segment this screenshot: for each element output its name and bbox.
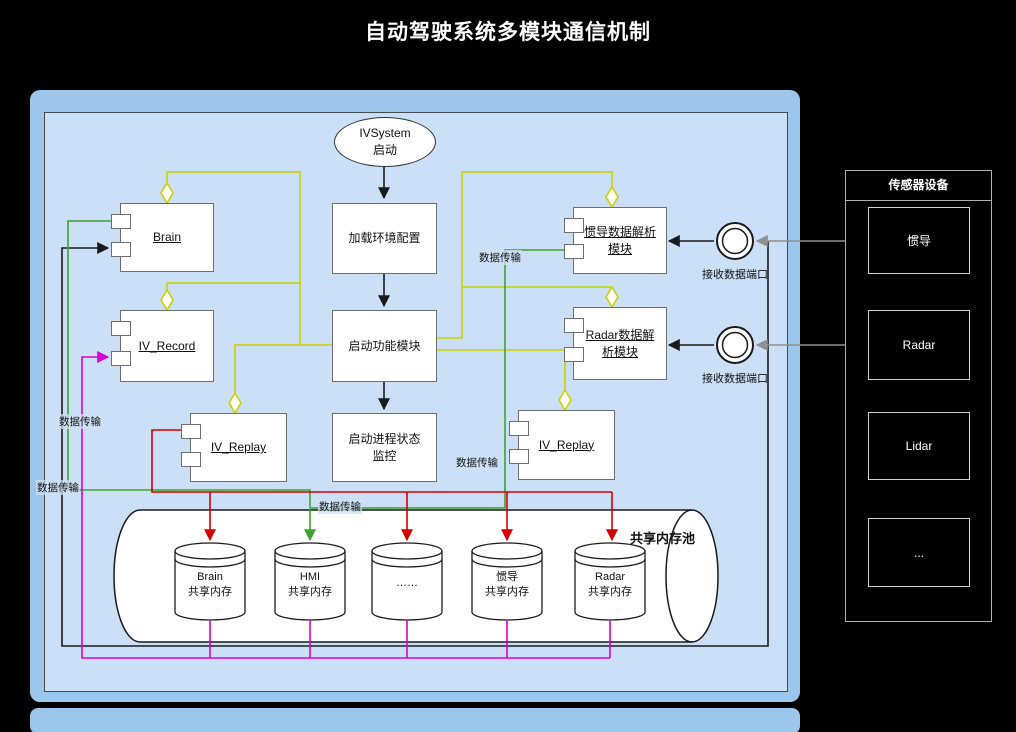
component-iv-replay-left-label: IV_Replay (210, 440, 267, 455)
component-radar-parser: Radar数据解 析模块 (573, 307, 667, 380)
node-process-monitor: 启动进程状态 监控 (332, 413, 437, 482)
node-start-modules-label: 启动功能模块 (348, 338, 421, 353)
component-radar-parser-port-1 (564, 318, 584, 333)
edge-label-data-transfer-4: 数据传输 (58, 414, 102, 429)
component-iv-replay-right-port-2 (509, 449, 529, 464)
edge-label-data-transfer-3: 数据传输 (318, 499, 362, 514)
sensor-radar: Radar (868, 310, 970, 380)
sensor-more: ... (868, 518, 970, 587)
memory-pool-title: 共享内存池 (629, 531, 695, 546)
node-process-monitor-line2: 监控 (372, 448, 397, 463)
component-ins-parser-line2: 模块 (607, 241, 632, 256)
component-radar-parser-line1: Radar数据解 (585, 327, 655, 342)
component-brain: Brain (120, 203, 214, 272)
memory-cylinder-etc-label: …… (396, 577, 418, 589)
component-iv-record-label: IV_Record (138, 338, 196, 353)
diagram-title: 自动驾驶系统多模块通信机制 (365, 21, 651, 44)
receive-port-label-1: 接收数据端口 (702, 269, 768, 281)
component-iv-replay-right-port-1 (509, 421, 529, 436)
node-process-monitor-line1: 启动进程状态 (348, 431, 421, 446)
component-iv-record-port-1 (111, 321, 131, 336)
component-radar-parser-port-2 (564, 347, 584, 362)
component-brain-port-2 (111, 242, 131, 257)
edge-label-data-transfer-2: 数据传输 (455, 455, 499, 470)
component-ins-parser-line1: 惯导数据解析 (583, 224, 656, 239)
node-load-config: 加载环境配置 (332, 203, 437, 274)
component-iv-replay-left-port-2 (181, 452, 201, 467)
component-ins-parser-port-2 (564, 244, 584, 259)
system-container-footer (30, 708, 800, 732)
memory-cylinder-ins-label: 惯导共享内存 (485, 571, 529, 598)
component-iv-replay-right: IV_Replay (518, 410, 615, 480)
start-node-line2: 启动 (372, 143, 397, 157)
component-iv-replay-left-port-1 (181, 424, 201, 439)
receive-port-label-2: 接收数据端口 (702, 373, 768, 385)
component-iv-replay-right-label: IV_Replay (538, 437, 595, 452)
component-iv-replay-left: IV_Replay (190, 413, 287, 482)
node-start-modules: 启动功能模块 (332, 310, 437, 382)
start-node-line1: IVSystem (359, 126, 411, 141)
sensor-panel-title: 传感器设备 (846, 171, 991, 201)
edge-label-data-transfer-1: 数据传输 (478, 250, 522, 265)
component-iv-record-port-2 (111, 351, 131, 366)
sensor-ins: 惯导 (868, 207, 970, 274)
node-load-config-label: 加载环境配置 (348, 231, 421, 246)
component-brain-label: Brain (152, 230, 181, 245)
component-iv-record: IV_Record (120, 310, 214, 382)
start-node: IVSystem 启动 (334, 117, 436, 167)
component-radar-parser-line2: 析模块 (601, 344, 638, 359)
component-brain-port-1 (111, 214, 131, 229)
component-ins-parser: 惯导数据解析 模块 (573, 207, 667, 274)
edge-label-data-transfer-5: 数据传输 (36, 480, 80, 495)
system-inner-panel (44, 112, 788, 692)
component-ins-parser-port-1 (564, 218, 584, 233)
sensor-lidar: Lidar (868, 412, 970, 480)
